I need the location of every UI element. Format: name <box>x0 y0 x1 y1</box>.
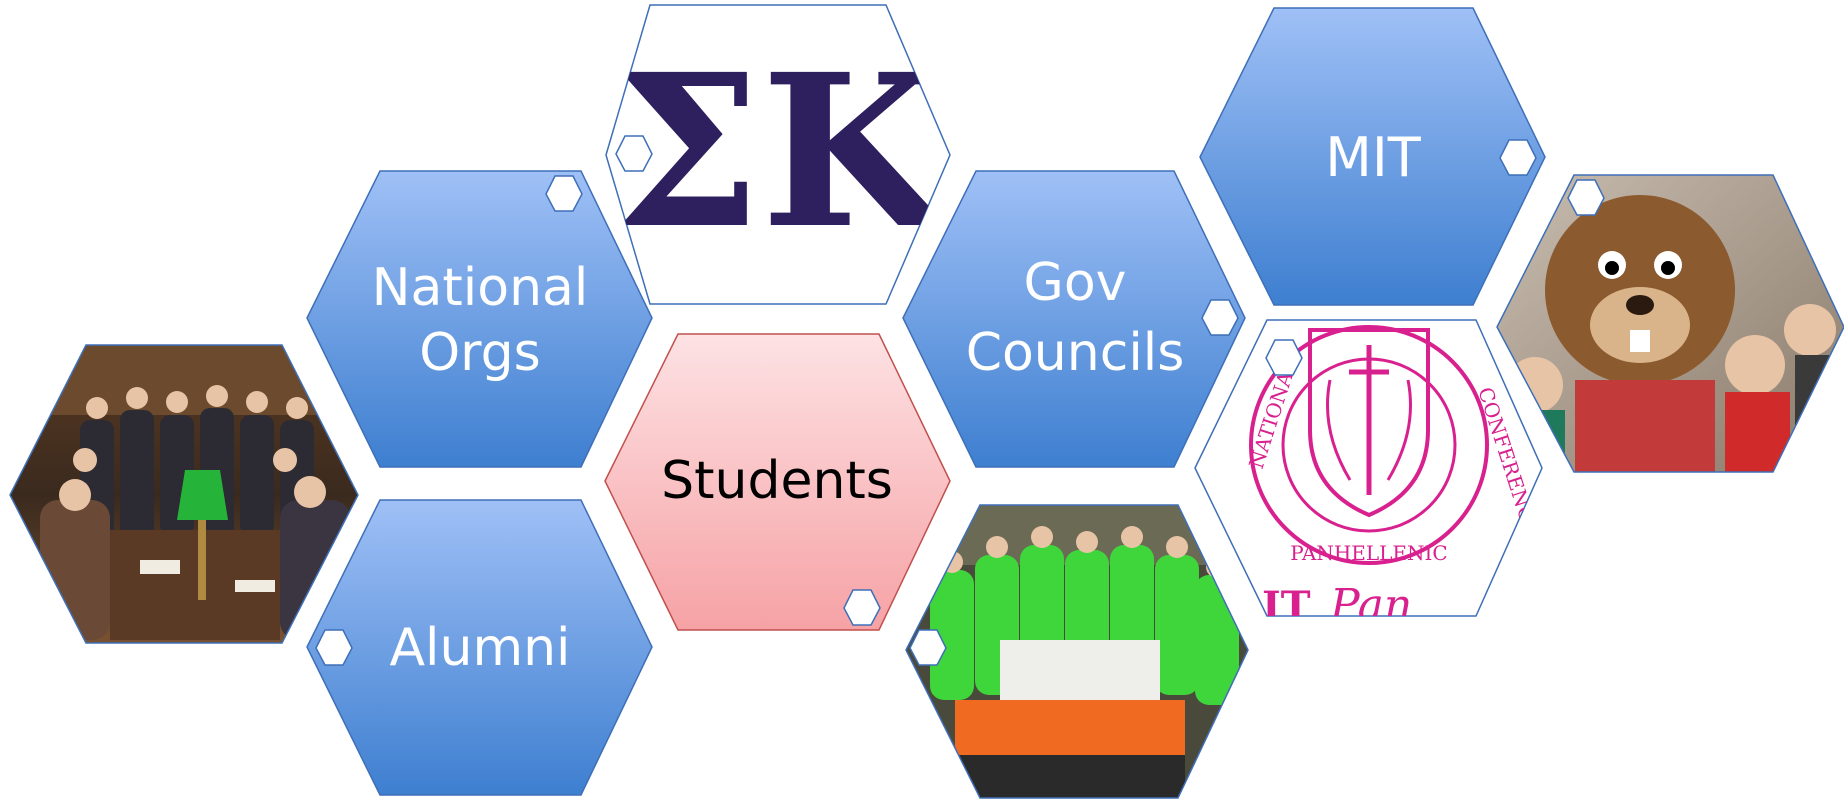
connector-hexagon-icon <box>909 629 947 666</box>
greek-letters-logo-icon: ΣΚ <box>605 4 951 305</box>
connector-hexagon-icon <box>1499 139 1537 176</box>
label-councils: Councils <box>966 323 1185 383</box>
label-alumni: Alumni <box>389 618 570 678</box>
mascot-photo-icon <box>1496 174 1844 473</box>
hex-mit[interactable]: MIT <box>1199 7 1546 306</box>
panhellenic-crest-icon: NATIONAL PANHELLENIC CONFERENCE IT Pan <box>1194 319 1543 631</box>
connector-hexagon-icon <box>315 629 353 666</box>
connector-hexagon-icon <box>1201 299 1239 336</box>
connector-hexagon-icon <box>615 135 653 172</box>
hex-alumni[interactable]: Alumni <box>306 499 653 796</box>
label-gov: Gov <box>1024 253 1127 313</box>
label-mit: MIT <box>1325 126 1422 189</box>
group-photo-icon <box>9 344 359 644</box>
svg-text:ΣΚ: ΣΚ <box>613 28 950 275</box>
svg-text:IT: IT <box>1262 583 1311 630</box>
connector-hexagon-icon <box>843 589 881 626</box>
connector-hexagon-icon <box>1265 339 1303 376</box>
connector-hexagon-icon <box>545 175 583 212</box>
hex-national-orgs[interactable]: National Orgs <box>306 170 653 468</box>
hex-gov-councils[interactable]: Gov Councils <box>902 170 1246 468</box>
svg-text:PANHELLENIC: PANHELLENIC <box>1290 541 1447 565</box>
connector-hexagon-icon <box>1567 179 1605 216</box>
label-students: Students <box>661 451 893 511</box>
label-national: National <box>372 258 589 318</box>
hex-students[interactable]: Students <box>604 333 951 631</box>
svg-text:Pan: Pan <box>1329 580 1412 631</box>
label-orgs: Orgs <box>419 323 541 383</box>
volunteers-photo-icon <box>905 504 1249 799</box>
